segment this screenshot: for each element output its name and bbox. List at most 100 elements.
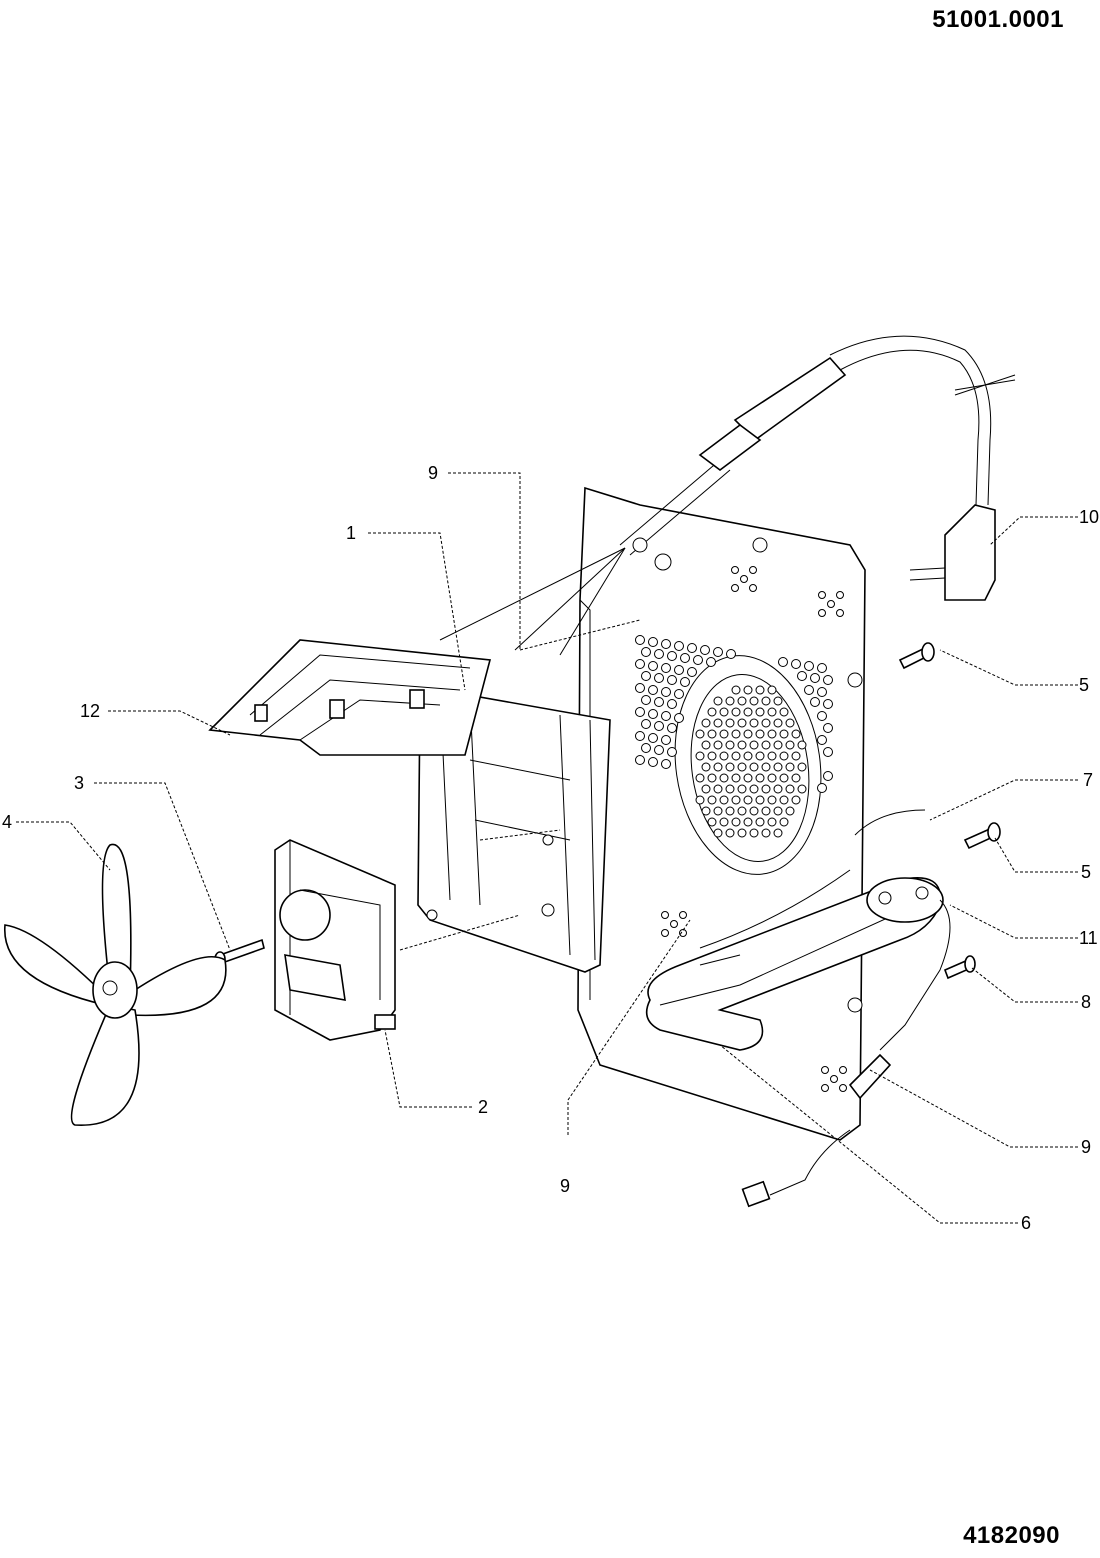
grille-hole (695, 729, 705, 739)
grille-hole (778, 657, 788, 667)
grille-hole (743, 707, 753, 717)
grille-hole (755, 795, 765, 805)
callout-10: 10 (1079, 507, 1099, 527)
grille-hole (674, 665, 684, 675)
control-board (208, 639, 492, 756)
callout-4: 4 (2, 812, 12, 832)
grille-hole (654, 697, 664, 707)
grille-hole (779, 729, 789, 739)
grille-hole (713, 784, 723, 794)
grille-hole (713, 828, 723, 838)
grille-hole (680, 677, 690, 687)
grille-hole (797, 671, 807, 681)
grille-hole (695, 751, 705, 761)
grille-hole (737, 762, 747, 772)
grille-hole (719, 773, 729, 783)
grille-hole (641, 695, 651, 705)
grille-hole (755, 685, 765, 695)
grille-hole (731, 751, 741, 761)
callout-5-upper: 5 (1079, 675, 1089, 695)
grille-hole (701, 806, 711, 816)
grille-hole (731, 817, 741, 827)
grille-hole (740, 575, 748, 583)
grille-hole (755, 773, 765, 783)
grille-hole (773, 696, 783, 706)
grille-hole (693, 655, 703, 665)
grille-hole (785, 806, 795, 816)
grille-hole (648, 637, 658, 647)
screw-5-upper (898, 642, 935, 670)
grille-hole (749, 828, 759, 838)
grille-hole (707, 817, 717, 827)
grille-hole (706, 657, 716, 667)
grille-hole (823, 747, 833, 757)
grille-hole (767, 751, 777, 761)
grille-hole (641, 647, 651, 657)
grille-hole (743, 773, 753, 783)
grille-hole (667, 723, 677, 733)
grille-hole (773, 828, 783, 838)
grille-hole (804, 685, 814, 695)
grille-hole (767, 795, 777, 805)
grille-hole (719, 817, 729, 827)
grille-hole (713, 696, 723, 706)
grille-hole (661, 663, 671, 673)
grille-hole (731, 685, 741, 695)
grille-hole (791, 729, 801, 739)
grille-hole (725, 828, 735, 838)
grille-hole (661, 759, 671, 769)
grille-hole (635, 755, 645, 765)
grille-hole (749, 584, 757, 592)
grille-hole (719, 729, 729, 739)
mains-cable (439, 335, 1016, 656)
grille-hole (687, 643, 697, 653)
grille-hole (761, 806, 771, 816)
grille-hole (749, 740, 759, 750)
callout-labels: 9 1 10 12 5 3 4 7 5 11 8 2 9 9 6 (2, 463, 1099, 1233)
grille-hole (725, 740, 735, 750)
grille-hole (731, 707, 741, 717)
grille-hole (767, 729, 777, 739)
grille-hole (635, 707, 645, 717)
grille-hole (713, 762, 723, 772)
leader-lines (16, 472, 1078, 1224)
grille-hole (737, 806, 747, 816)
callout-5-lower: 5 (1081, 862, 1091, 882)
grille-hole (785, 762, 795, 772)
grille-hole (761, 696, 771, 706)
grille-hole (743, 817, 753, 827)
drawing-code: 51001.0001 (932, 6, 1064, 33)
grille-hole (743, 729, 753, 739)
grille-hole (701, 784, 711, 794)
grille-hole (836, 591, 844, 599)
grille-hole (836, 609, 844, 617)
grille-hole (661, 639, 671, 649)
grille-hole (731, 795, 741, 805)
grille-hole (661, 929, 669, 937)
grille-hole (749, 718, 759, 728)
grille-hole (817, 663, 827, 673)
grille-hole (635, 659, 645, 669)
grille-hole (641, 743, 651, 753)
grille-hole (679, 929, 687, 937)
grille-hole (648, 709, 658, 719)
grille-hole (779, 773, 789, 783)
grille-hole (821, 1066, 829, 1074)
grille-hole (635, 635, 645, 645)
grille-hole (648, 757, 658, 767)
grille-hole (761, 828, 771, 838)
grille-hole (725, 784, 735, 794)
grille-hole (674, 713, 684, 723)
grille-hole (670, 920, 678, 928)
grille-hole (818, 591, 826, 599)
grille-hole (817, 783, 827, 793)
grille-hole (641, 671, 651, 681)
fan-motor (274, 839, 396, 1041)
grille-hole (779, 707, 789, 717)
grille-hole (679, 911, 687, 919)
grille-hole (667, 699, 677, 709)
grille-hole (761, 762, 771, 772)
wire-harness (699, 809, 951, 1208)
grille-hole (667, 747, 677, 757)
grille-hole (749, 806, 759, 816)
